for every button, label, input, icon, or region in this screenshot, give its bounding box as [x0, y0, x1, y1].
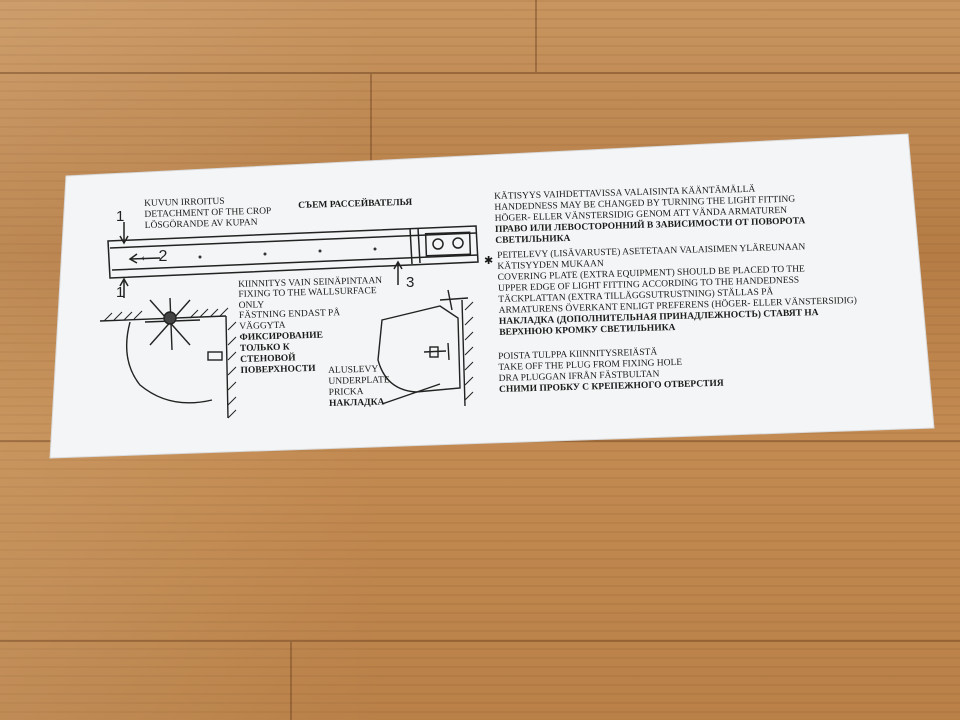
asterisk-bullet: ✱: [484, 255, 494, 267]
light-fitting-diagram: [107, 222, 479, 298]
step-number-1-top: 1: [116, 208, 125, 225]
step-number-1-bottom: 1: [116, 284, 125, 301]
handedness-ru2: СВЕТИЛЬНИКА: [495, 233, 571, 246]
left-section-diagram: [99, 297, 229, 419]
wall-hatch-left: [103, 307, 237, 419]
step-number-3: 3: [406, 274, 415, 291]
plank-seam: [535, 0, 537, 72]
underplate-ru: НАКЛАДКА: [328, 397, 385, 409]
wall-hatch-right: [464, 301, 474, 401]
right-section-diagram: [377, 289, 469, 407]
plank-seam: [370, 74, 372, 164]
plank-seam: [0, 640, 960, 642]
fixing-ru4: ПОВЕРХНОСТИ: [240, 363, 316, 376]
step-number-2: ← 2: [138, 248, 168, 265]
plank-seam: [290, 642, 292, 720]
plank-seam: [0, 72, 960, 74]
underplate-en: UNDERPLATE: [328, 375, 390, 387]
